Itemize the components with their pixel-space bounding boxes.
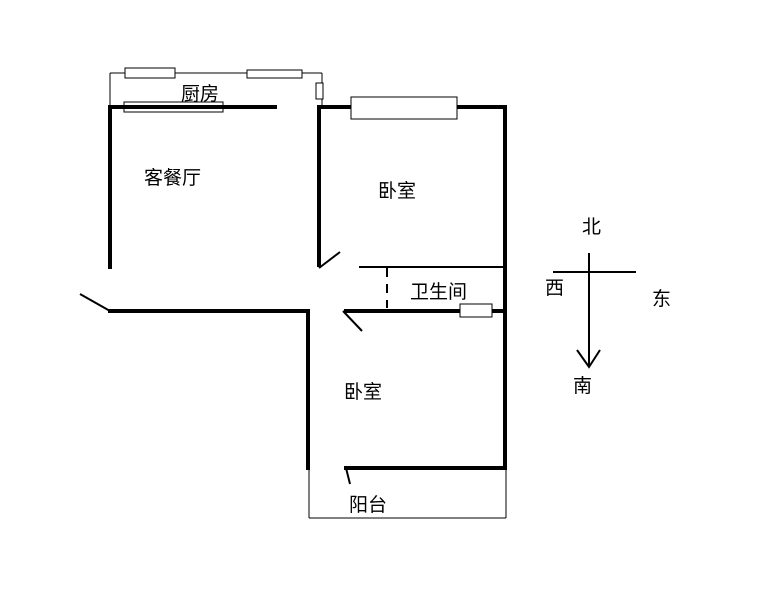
balcony-outline xyxy=(308,468,507,519)
entrance-door xyxy=(79,293,111,312)
bathroom-partition xyxy=(359,266,505,308)
compass-rose xyxy=(553,253,636,369)
compass-north-label: 北 xyxy=(582,216,602,238)
compass-east-label: 东 xyxy=(652,288,672,310)
compass-south-label: 南 xyxy=(573,375,593,397)
bedroom-window xyxy=(350,96,458,120)
bathroom-label: 卫生间 xyxy=(410,281,468,303)
bedroom-north-label: 卧室 xyxy=(378,180,417,202)
south-arrow-icon xyxy=(576,349,601,369)
bedroom-south-door xyxy=(342,310,363,332)
bedroom-north-door xyxy=(318,251,341,269)
living-dining-label: 客餐厅 xyxy=(144,167,202,189)
kitchen-counter xyxy=(109,67,324,108)
balcony-label: 阳台 xyxy=(349,494,388,516)
kitchen-label: 厨房 xyxy=(181,83,220,105)
bedroom-south-label: 卧室 xyxy=(344,381,383,403)
balcony-door xyxy=(345,467,351,485)
bathroom-window xyxy=(459,303,493,318)
compass-west-label: 西 xyxy=(545,277,565,299)
